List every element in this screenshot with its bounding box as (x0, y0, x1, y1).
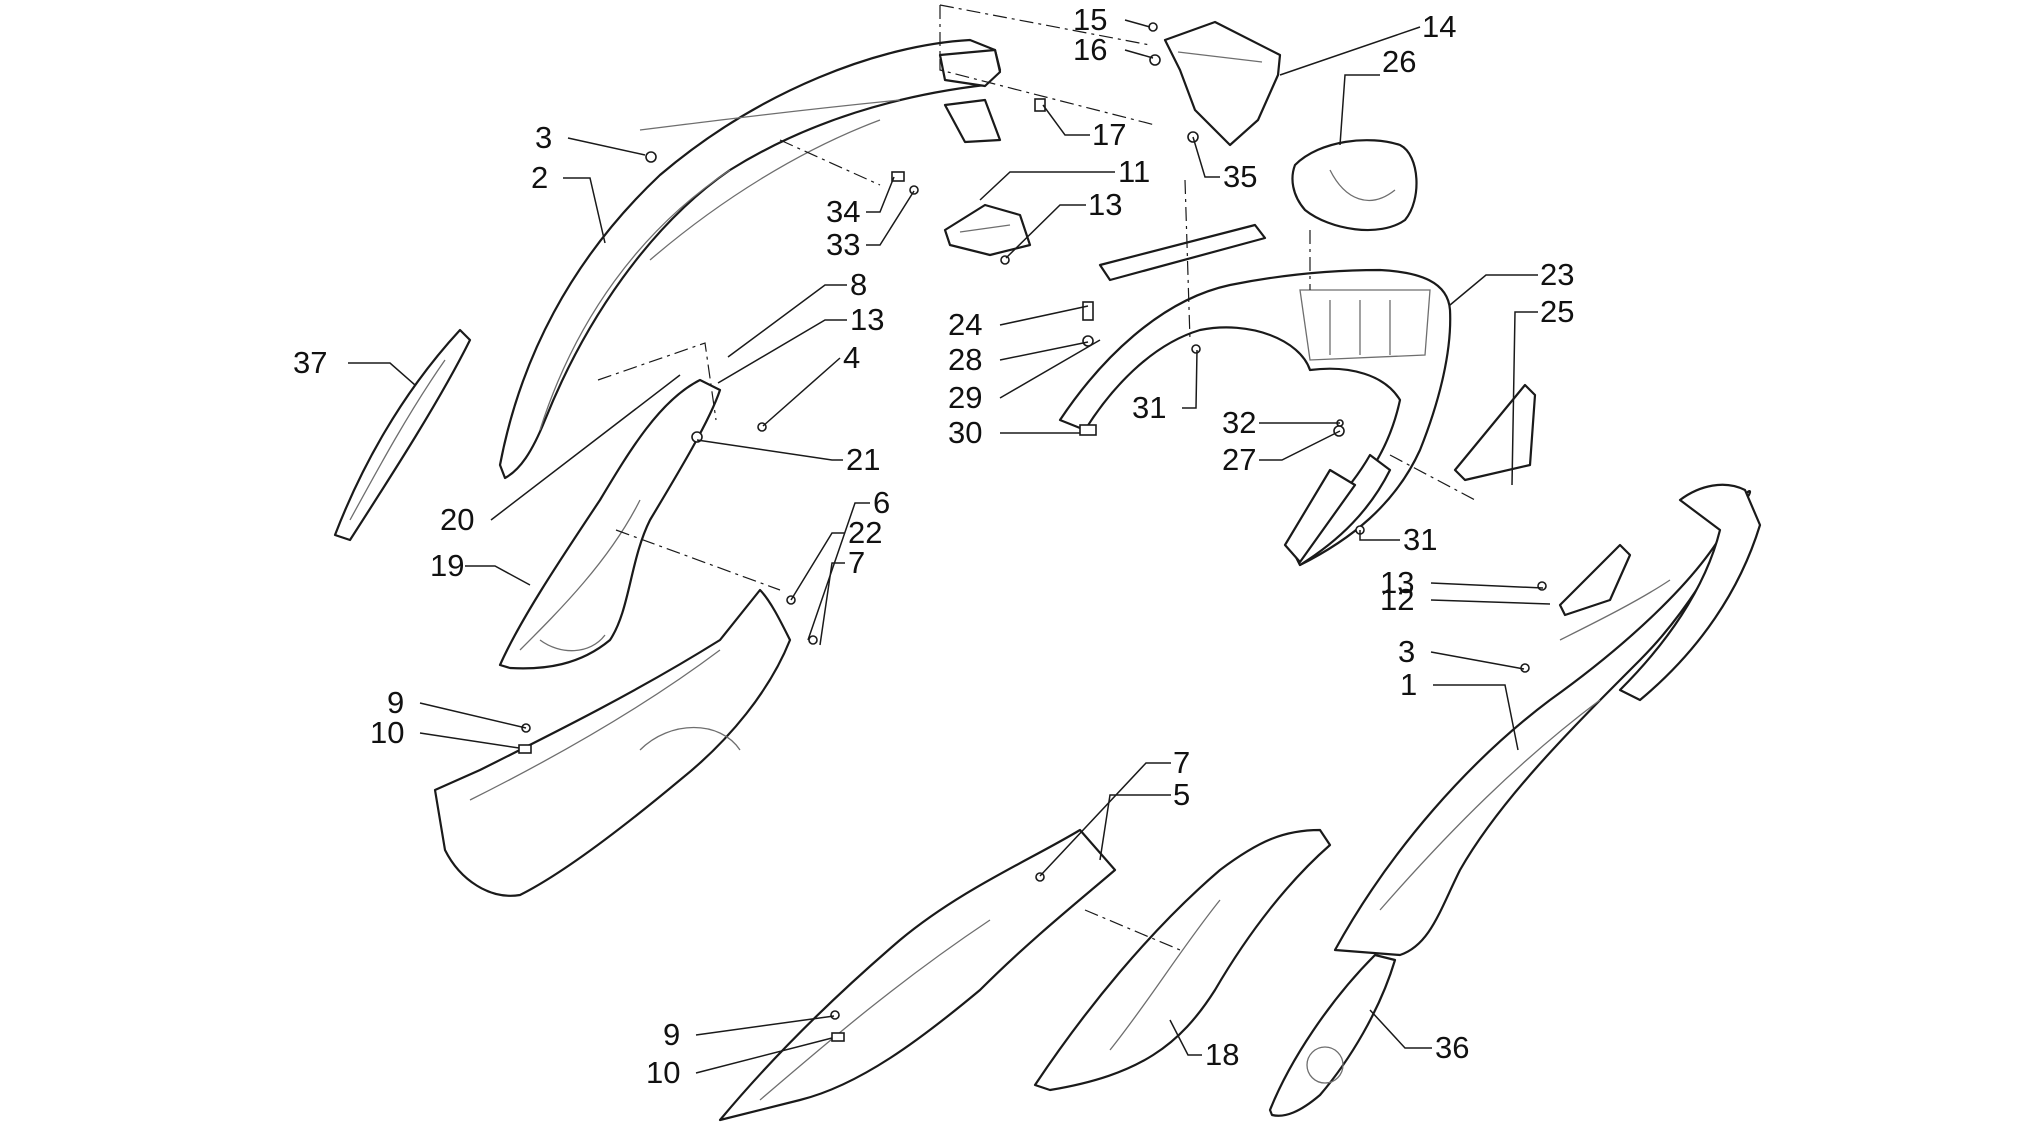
callout-10: 10 (370, 715, 404, 750)
assembly-lines (597, 4, 1476, 951)
callout-32: 32 (1222, 405, 1256, 440)
part-37-panel (333, 328, 472, 542)
callout-37: 37 (293, 345, 327, 380)
part-12-cover (1558, 543, 1632, 617)
part-1-main-side-panel (1333, 483, 1762, 957)
part-14-rear-cover (1163, 20, 1282, 147)
callout-35: 35 (1223, 159, 1257, 194)
callout-12: 12 (1380, 582, 1414, 617)
callout-28: 28 (948, 342, 982, 377)
part-36-cover (1268, 953, 1397, 1117)
callout-30: 30 (948, 415, 982, 450)
callout-31: 31 (1403, 522, 1437, 557)
callout-3: 3 (1398, 634, 1415, 669)
callout-13: 13 (850, 302, 884, 337)
part-11-bracket (943, 203, 1032, 257)
callout-20: 20 (440, 502, 474, 537)
callout-13: 13 (1380, 565, 1414, 600)
part-25-strip (1453, 383, 1537, 482)
callout-3: 3 (535, 120, 552, 155)
callout-9: 9 (663, 1017, 680, 1052)
callout-31: 31 (1132, 390, 1166, 425)
callout-5: 5 (1173, 777, 1190, 812)
callout-18: 18 (1205, 1037, 1239, 1072)
callout-11: 11 (1118, 154, 1150, 189)
callout-24: 24 (948, 307, 982, 342)
callout-8: 8 (850, 267, 867, 302)
callout-27: 27 (1222, 442, 1256, 477)
callout-26: 26 (1382, 44, 1416, 79)
callout-10: 10 (646, 1055, 680, 1090)
part-19-inner-panel (498, 378, 722, 670)
callout-16: 16 (1073, 32, 1107, 67)
callout-14: 14 (1422, 9, 1456, 44)
callout-34: 34 (826, 194, 860, 229)
callout-22: 22 (848, 515, 882, 550)
part-23-rear-rack (1058, 268, 1452, 567)
callout-4: 4 (843, 340, 860, 375)
part-5-lower-skirt (718, 828, 1117, 1122)
callout-9: 9 (387, 685, 404, 720)
callout-21: 21 (846, 442, 880, 477)
callout-2: 2 (531, 160, 548, 195)
part-24-strip (1098, 223, 1267, 282)
callout-25: 25 (1540, 294, 1574, 329)
callout-6: 6 (873, 485, 890, 520)
callout-labels: 1 2 3 3 4 5 6 7 7 8 9 9 10 10 11 12 13 1… (293, 2, 1574, 1090)
callout-19: 19 (430, 548, 464, 583)
callout-1: 1 (1400, 667, 1417, 702)
part-6-floor-panel (433, 588, 792, 897)
callout-17: 17 (1092, 117, 1126, 152)
callout-36: 36 (1435, 1030, 1469, 1065)
leader-lines (348, 19, 1551, 1074)
callout-15: 15 (1073, 2, 1107, 37)
part-26-pad (1291, 139, 1418, 232)
callout-7: 7 (848, 545, 865, 580)
callout-33: 33 (826, 227, 860, 262)
callout-23: 23 (1540, 257, 1574, 292)
part-2-upper-side-panel (498, 38, 1002, 480)
callout-13: 13 (1088, 187, 1122, 222)
part-18-lower-skirt (1033, 828, 1332, 1092)
callout-29: 29 (948, 380, 982, 415)
callout-7: 7 (1173, 745, 1190, 780)
